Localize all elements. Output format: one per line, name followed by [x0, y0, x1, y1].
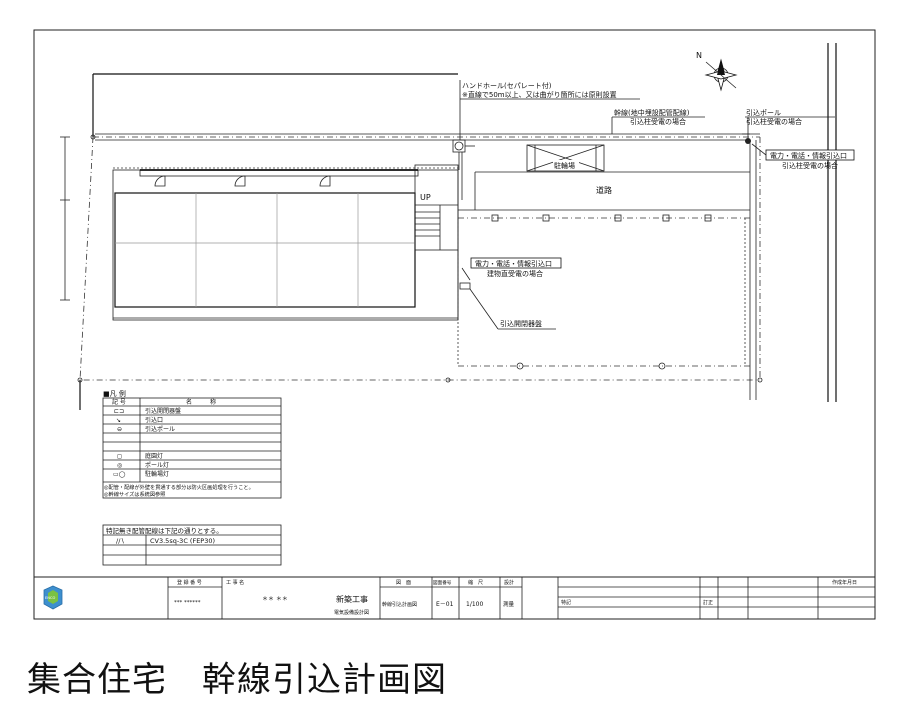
legend-col-symbol: 記 号: [112, 398, 126, 406]
spec-table: 特記無き配管配線は下記の通りとする。 //∖ CV3.5sq-3C (FEP30…: [102, 524, 282, 566]
company-logo-icon: [43, 585, 63, 610]
legend-note-2: ◎幹線サイズは系統図参照: [104, 490, 165, 498]
spec-title: 特記無き配管配線は下記の通りとする。: [106, 526, 223, 535]
design-value: 測量: [503, 600, 515, 608]
legend-name: 引込開閉器盤: [145, 407, 181, 415]
design-label: 設計: [504, 579, 514, 586]
callout-pole-title: 引込ポール: [746, 108, 781, 117]
callout-handhole-title: ハンドホール(セパレート付): [462, 81, 552, 90]
spec-symbol: //∖: [116, 537, 125, 545]
north-label: N: [696, 51, 702, 60]
callouts: ハンドホール(セパレート付) ※直線で50m以上、又は曲がり箇所には原則設置 幹…: [459, 80, 855, 330]
drawing-value: 幹線引込計画図: [382, 601, 417, 608]
legend-col-name: 名 称: [186, 398, 216, 406]
site-plan: 道路 駐輪場: [60, 43, 837, 410]
callout-trunk-sub: 引込柱受電の場合: [630, 117, 686, 126]
project-name: 新築工事: [336, 594, 368, 604]
callout-intake-mid-title: 電力・電話・情報引込口: [475, 259, 552, 268]
title-block: ENCO 登 録 番 号 *** ****** 工 事 名 ＊＊ ＊＊ 新築工事…: [33, 576, 876, 620]
callout-intake-right-sub: 引込柱受電の場合: [782, 161, 838, 170]
scale-label: 縮 尺: [468, 579, 483, 586]
legend-name: 庭園灯: [145, 452, 163, 460]
callout-switchboard: 引込開閉器盤: [500, 319, 542, 328]
drawing-label: 図 面: [396, 580, 411, 586]
garden-lights: [491, 214, 712, 222]
notes-label: 特記: [561, 599, 571, 606]
legend-symbol: ⊖: [117, 426, 122, 433]
callout-intake-mid-box: [470, 257, 562, 269]
callout-intake-mid-sub: 建物直受電の場合: [487, 269, 543, 278]
sheet-no-value: E－01: [436, 601, 454, 608]
drawing-no-value: *** ******: [174, 600, 201, 606]
legend-symbol: ▭◯: [113, 471, 126, 478]
up-label: UP: [420, 193, 431, 202]
legend-symbol: ◎: [117, 462, 122, 469]
scale-value: 1/100: [466, 601, 483, 608]
intake-pole-symbol: [745, 138, 751, 144]
sheet-no-label: 図面番号: [433, 579, 452, 586]
callout-pole-sub: 引込柱受電の場合: [746, 117, 802, 126]
legend-name: 駐輪場灯: [145, 470, 169, 478]
callout-trunk-title: 幹線(地中埋設配管配線): [614, 108, 690, 117]
legend-symbol: ⊏⊐: [114, 408, 124, 415]
legend-symbol: ↘: [116, 417, 121, 424]
spec-value: CV3.5sq-3C (FEP30): [150, 537, 215, 545]
page-caption: 集合住宅 幹線引込計画図: [27, 660, 447, 700]
legend-name: 引込ポール: [145, 425, 175, 433]
legend-title: ■凡 例: [103, 389, 126, 398]
drawing-no-label: 登 録 番 号: [177, 579, 202, 586]
legend-name: ポール灯: [145, 461, 169, 469]
callout-handhole-note: ※直線で50m以上、又は曲がり箇所には原則設置: [462, 90, 617, 99]
logo-text: ENCO: [45, 596, 55, 600]
project-mark: ＊＊ ＊＊: [262, 596, 288, 603]
staircase: [414, 164, 459, 251]
north-compass-icon: N: [696, 51, 738, 92]
legend-table: ■凡 例 記 号 名 称 ⊏⊐ 引込開閉器盤 ↘ 引込口 ⊖ 引込ポール ◻ 庭…: [102, 389, 282, 499]
switchboard-symbol: [459, 282, 471, 290]
sheet-frame: [33, 29, 876, 620]
pole-lights: [516, 362, 666, 370]
legend-name: 引込口: [145, 416, 163, 424]
bicycle-shed: [526, 144, 605, 172]
callout-intake-right-title: 電力・電話・情報引込口: [770, 151, 847, 160]
project-sub: 電気設備設計図: [334, 609, 369, 616]
road-label: 道路: [596, 185, 612, 195]
revision-label: 訂正: [703, 599, 713, 606]
legend-symbol: ◻: [117, 453, 122, 460]
legend-note-1: ◎配管・配線が外壁を貫通する部分は防火区画処理を行うこと。: [104, 483, 254, 491]
parking-label: 駐輪場: [554, 161, 575, 170]
project-label: 工 事 名: [226, 579, 244, 586]
date-label: 作成年月日: [832, 579, 857, 586]
